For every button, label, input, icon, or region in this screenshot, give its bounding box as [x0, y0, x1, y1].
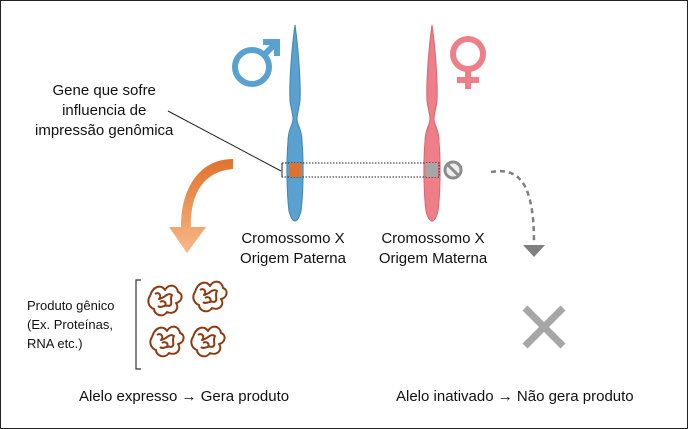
gene-leader-line [167, 110, 282, 172]
paternal-label-line-1: Cromossomo X [241, 230, 345, 247]
product-label-line-2: (Ex. Proteínas, [27, 317, 113, 332]
male-symbol-icon [232, 39, 280, 87]
product-bracket [135, 279, 141, 370]
maternal-label-line-2: Origem Materna [378, 250, 488, 267]
inactivation-arrow [490, 169, 545, 257]
gene-label-line-2: influencia de [62, 102, 147, 119]
product-label-line-1: Produto gênico [27, 298, 115, 313]
gene-label-line-3: impressão genômica [35, 122, 174, 139]
maternal-chromosome [423, 24, 441, 222]
protein-products-icon [147, 280, 228, 358]
maternal-label-line-1: Cromossomo X [381, 230, 485, 247]
no-product-x-icon [522, 305, 566, 349]
inactivated-allele-caption: Alelo inativado → Não gera produto [396, 388, 634, 405]
paternal-label-line-2: Origem Paterna [240, 250, 346, 267]
prohibited-icon [443, 160, 463, 180]
gene-label-line-1: Gene que sofre [52, 82, 156, 99]
maternal-chromosome-label: Cromossomo X Origem Materna [369, 229, 497, 269]
paternal-chromosome-label: Cromossomo X Origem Paterna [229, 229, 357, 269]
gene-region-box [281, 162, 440, 178]
gene-product-label: Produto gênico (Ex. Proteínas, RNA etc.) [27, 296, 114, 353]
female-symbol-icon [450, 36, 486, 89]
inactive-gene-locus [426, 163, 438, 177]
paternal-chromosome [286, 24, 304, 222]
active-gene-locus [289, 163, 301, 177]
expressed-allele-caption: Alelo expresso → Gera produto [79, 388, 290, 405]
expression-arrow [169, 159, 233, 253]
gene-imprinting-label: Gene que sofre influencia de impressão g… [35, 81, 173, 141]
product-label-line-3: RNA etc.) [27, 336, 83, 351]
